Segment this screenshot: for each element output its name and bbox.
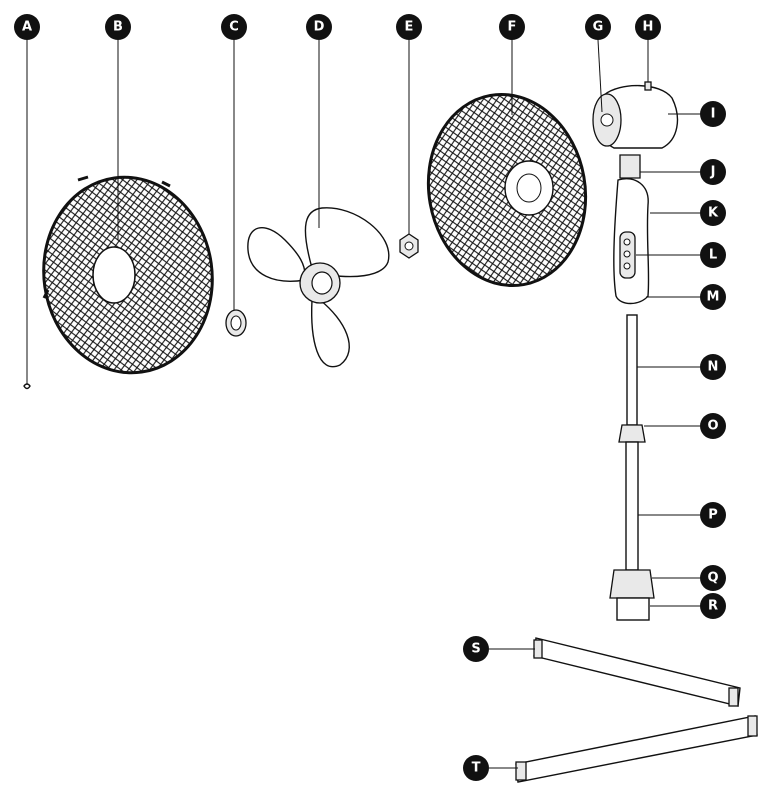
part-label-f: F (499, 14, 525, 40)
part-label-l: L (700, 242, 726, 268)
part-label-p: P (700, 502, 726, 528)
part-label-q-text: Q (707, 571, 718, 586)
part-label-f-text: F (508, 20, 517, 35)
part-label-b: B (105, 14, 131, 40)
part-label-t: T (463, 755, 489, 781)
part-s-base-leg (489, 637, 741, 707)
part-label-p-text: P (708, 508, 718, 523)
part-label-q: Q (700, 565, 726, 591)
part-label-c-text: C (229, 20, 239, 35)
part-fan-body (613, 154, 650, 305)
part-label-e: E (396, 14, 422, 40)
part-label-n-text: N (708, 360, 719, 375)
part-c-spinner-cap (225, 40, 247, 337)
part-motor-housing (592, 81, 679, 149)
part-label-a-text: A (22, 20, 32, 35)
part-e-blade-nut (399, 40, 419, 259)
part-pole-assembly (609, 314, 655, 621)
part-label-k-text: K (708, 206, 719, 221)
part-label-c: C (221, 14, 247, 40)
part-label-g-text: G (593, 20, 604, 35)
part-a-screw (23, 40, 31, 390)
part-label-t-text: T (472, 761, 481, 776)
part-label-b-text: B (113, 20, 123, 35)
part-b-front-grille (42, 40, 214, 375)
part-label-d: D (306, 14, 332, 40)
part-label-m-text: M (707, 290, 720, 305)
part-label-j: J (700, 159, 726, 185)
part-label-h-text: H (643, 20, 654, 35)
part-label-j-text: J (710, 165, 716, 180)
part-d-blade (247, 40, 390, 368)
part-label-i: I (700, 101, 726, 127)
part-label-s-text: S (471, 642, 480, 657)
part-label-l-text: L (709, 248, 717, 263)
part-label-o: O (700, 413, 726, 439)
part-label-d-text: D (314, 20, 325, 35)
part-label-k: K (700, 200, 726, 226)
part-label-e-text: E (405, 20, 414, 35)
part-label-a: A (14, 14, 40, 40)
part-label-m: M (700, 284, 726, 310)
part-label-r-text: R (708, 599, 718, 614)
part-label-r: R (700, 593, 726, 619)
part-t-base-leg (489, 715, 758, 783)
part-label-i-text: I (711, 107, 716, 122)
part-label-o-text: O (707, 419, 718, 434)
part-label-h: H (635, 14, 661, 40)
part-label-s: S (463, 636, 489, 662)
part-label-n: N (700, 354, 726, 380)
part-f-rear-grille (426, 40, 588, 288)
part-label-g: G (585, 14, 611, 40)
